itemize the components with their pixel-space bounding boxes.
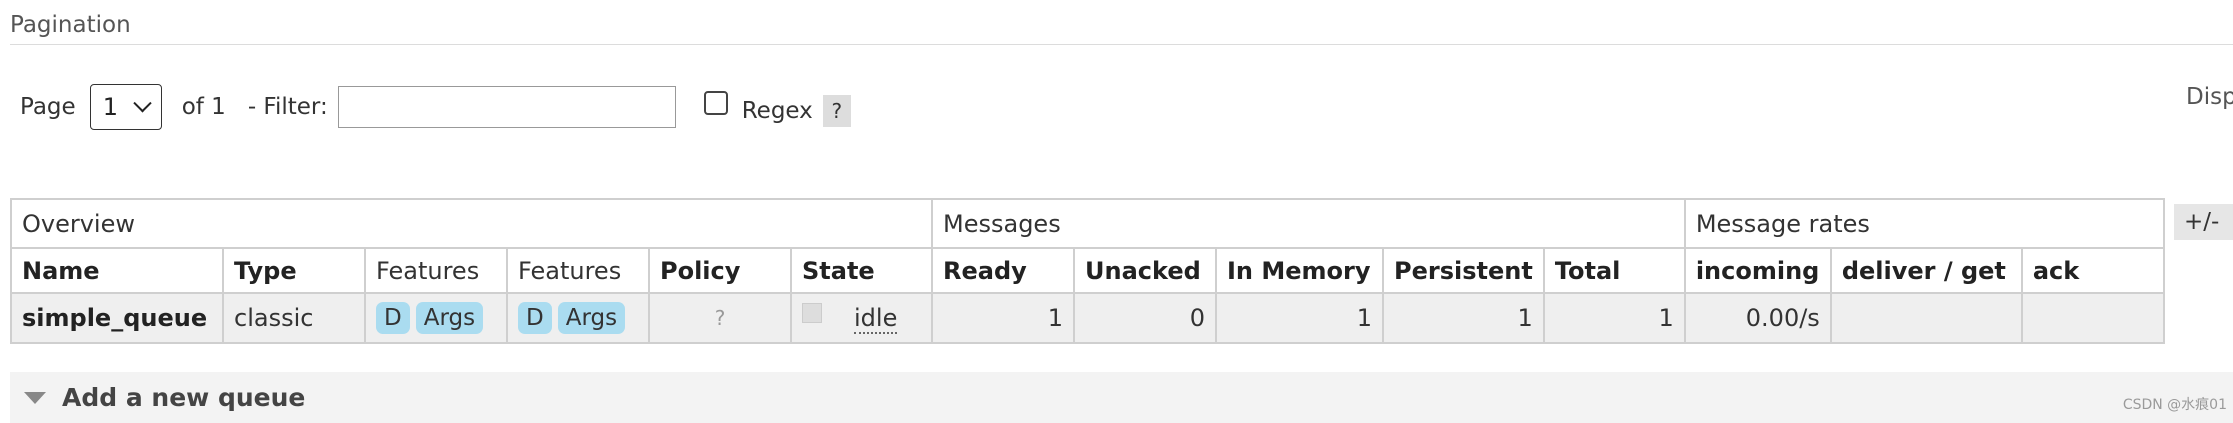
group-header-messages: Messages	[931, 198, 1686, 249]
pagination-controls: Page 1 of 1 - Filter: Regex ?	[20, 84, 851, 130]
messages-in-memory: 1	[1215, 292, 1384, 344]
column-header-policy[interactable]: Policy	[648, 247, 792, 294]
rate-ack	[2020, 292, 2165, 344]
regex-help-button[interactable]: ?	[822, 95, 851, 127]
queue-policy: ?	[648, 292, 792, 344]
column-header-unacked[interactable]: Unacked	[1073, 247, 1217, 294]
column-header-persistent[interactable]: Persistent	[1382, 247, 1545, 294]
queue-name[interactable]: simple_queue	[22, 304, 208, 332]
messages-unacked: 0	[1073, 292, 1217, 344]
section-divider	[10, 44, 2233, 45]
state-indicator-icon	[802, 303, 822, 323]
feature-tag-durable: D	[518, 302, 552, 334]
messages-total: 1	[1542, 292, 1686, 344]
filter-input[interactable]	[337, 86, 676, 128]
column-header-state[interactable]: State	[790, 247, 933, 294]
add-queue-section-header[interactable]: Add a new queue	[10, 372, 2233, 423]
column-header-name[interactable]: Name	[10, 247, 224, 294]
page-count-text: of 1	[181, 94, 226, 120]
queue-state-cell: idle	[790, 292, 933, 344]
rate-deliver-get	[1829, 292, 2023, 344]
add-queue-label: Add a new queue	[62, 383, 306, 412]
column-header-incoming[interactable]: incoming	[1683, 247, 1832, 294]
chevron-down-icon	[133, 93, 152, 112]
column-header-total[interactable]: Total	[1542, 247, 1686, 294]
pagination-title: Pagination	[10, 12, 131, 38]
display-options-link[interactable]: Disp	[2186, 84, 2233, 110]
feature-tag-args: Args	[557, 302, 626, 334]
regex-label: Regex	[741, 98, 813, 124]
feature-tag-args: Args	[415, 302, 484, 334]
page-select[interactable]: 1	[89, 84, 162, 130]
queue-state: idle	[854, 304, 898, 334]
column-header-ready[interactable]: Ready	[931, 247, 1075, 294]
feature-tag-durable: D	[376, 302, 410, 334]
queue-name-link[interactable]: simple_queue	[10, 292, 224, 344]
page-label: Page	[20, 94, 76, 120]
page-select-value: 1	[102, 93, 118, 121]
column-header-type[interactable]: Type	[222, 247, 366, 294]
group-header-overview: Overview	[10, 198, 933, 249]
watermark: CSDN @水痕01	[2122, 397, 2227, 413]
column-header-deliver-get[interactable]: deliver / get	[1829, 247, 2023, 294]
column-header-ack[interactable]: ack	[2020, 247, 2165, 294]
filter-label: - Filter:	[247, 94, 328, 120]
rate-incoming: 0.00/s	[1683, 292, 1832, 344]
column-header-features-2: Features	[506, 247, 650, 294]
messages-persistent: 1	[1382, 292, 1545, 344]
queue-type: classic	[222, 292, 366, 344]
column-header-in-memory[interactable]: In Memory	[1215, 247, 1384, 294]
column-header-features: Features	[364, 247, 508, 294]
queues-table: Overview Messages Message rates Name Typ…	[10, 198, 2165, 344]
regex-checkbox[interactable]	[703, 91, 728, 115]
triangle-down-icon	[24, 391, 46, 404]
messages-ready: 1	[931, 292, 1075, 344]
toggle-columns-button[interactable]: +/-	[2174, 204, 2233, 240]
group-header-message-rates: Message rates	[1683, 198, 2165, 249]
